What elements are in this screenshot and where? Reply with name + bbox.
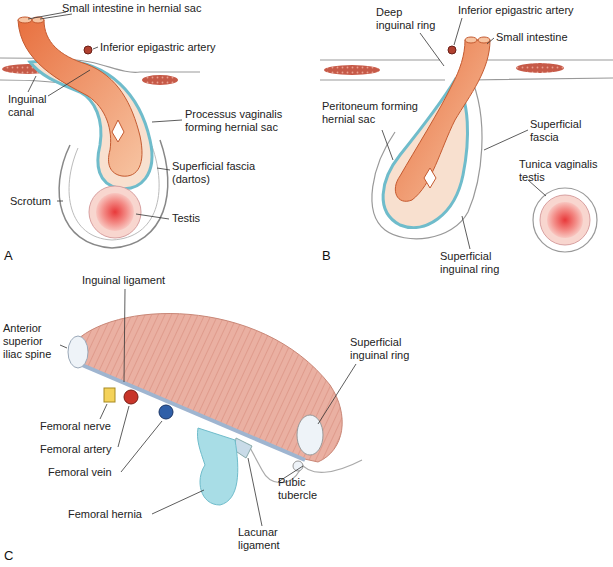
panel-c-art (60, 289, 362, 526)
part-label: Inferior epigastric artery (100, 41, 216, 54)
part-label: Inguinal ligament (82, 274, 165, 287)
part-label: Lacunar ligament (238, 526, 296, 552)
part-label: Superficial inguinal ring (350, 336, 422, 362)
part-label: Femoral artery (40, 443, 112, 456)
part-label: Femoral nerve (40, 420, 111, 433)
part-label: Tunica vaginalis testis (519, 158, 609, 184)
part-label: Small intestine (496, 31, 568, 44)
part-label: Deep inguinal ring (376, 6, 440, 32)
part-label: Pubic tubercle (278, 476, 328, 502)
part-label: Processus vaginalis forming hernial sac (185, 108, 290, 134)
panel-letter: B (322, 248, 331, 263)
part-label: Peritoneum forming hernial sac (322, 100, 422, 126)
panel-letter: C (4, 548, 13, 563)
panel-b-art (320, 18, 613, 252)
part-label: Testis (172, 212, 200, 225)
part-label: Superficial fascia (530, 118, 600, 144)
part-label: Anterior superior iliac spine (3, 322, 61, 361)
part-label: Inferior epigastric artery (458, 4, 574, 17)
part-label: Femoral hernia (68, 508, 142, 521)
part-label: Superficial fascia (dartos) (172, 160, 267, 186)
part-label: Scrotum (10, 195, 51, 208)
part-label: Femoral vein (48, 466, 112, 479)
panel-letter: A (4, 248, 13, 263)
part-label: Superficial inguinal ring (440, 250, 525, 276)
part-label: Inguinal canal (8, 93, 54, 119)
part-label: Small intestine in hernial sac (62, 2, 201, 15)
